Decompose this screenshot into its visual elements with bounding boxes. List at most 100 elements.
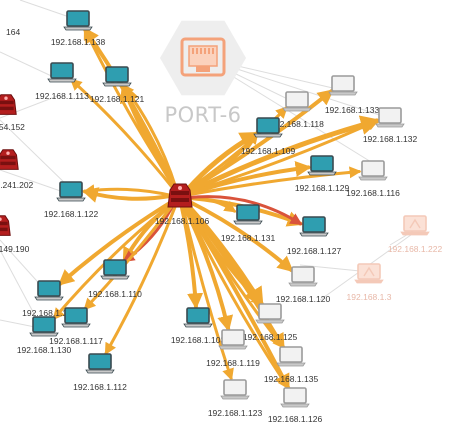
laptop-icon	[328, 75, 358, 96]
host-label: 35.54.152	[0, 122, 25, 132]
connection-edge[interactable]	[186, 195, 303, 226]
host-label: 192.168.1.118	[270, 119, 324, 129]
host-node[interactable]: 192.168.1.133	[325, 75, 380, 115]
host-label: 192.168.1.109	[241, 146, 296, 156]
host-node[interactable]: 192.168.1.109	[241, 117, 296, 156]
host-node[interactable]: 192.168.1.127	[287, 216, 342, 256]
host-node[interactable]: 192.168.1.132	[363, 107, 418, 144]
laptop-icon	[34, 280, 64, 301]
host-label: 192.168.1.135	[264, 374, 319, 384]
laptop-icon	[276, 346, 306, 367]
laptop-icon	[375, 107, 405, 128]
connection-edge[interactable]	[184, 89, 334, 194]
host-label: 192.168.1.117	[49, 336, 103, 346]
host-node[interactable]: 192.168.1.125	[243, 303, 298, 342]
connection-edge[interactable]	[122, 83, 178, 191]
laptop-icon	[253, 117, 283, 138]
host-node[interactable]: 192.168.1.123	[208, 379, 263, 418]
host-label: 192.168.1.114	[22, 308, 76, 318]
host-node[interactable]: 192.168.1.114	[22, 280, 76, 318]
connection-edge[interactable]	[83, 200, 177, 311]
connection-edge[interactable]	[185, 160, 312, 197]
host-node[interactable]: 192.168.1.113	[35, 62, 89, 101]
port-6-node[interactable]: PORT-6	[160, 20, 246, 127]
host-node[interactable]: 192.168.1.222	[388, 215, 443, 254]
attacker-node-icon	[0, 94, 17, 115]
attacker-node-icon	[167, 183, 193, 208]
host-label: 192.168.1.133	[325, 105, 380, 115]
offscreen-node[interactable]: 149.190	[0, 215, 30, 254]
host-node[interactable]: 192.168.1.117	[49, 307, 103, 346]
hub-label: 192.168.1.106	[155, 216, 210, 226]
connection-edge[interactable]	[184, 115, 381, 196]
host-node[interactable]: 192.168.1.110	[88, 259, 142, 299]
host-label: 164	[6, 27, 20, 37]
connection-edge[interactable]	[57, 198, 176, 286]
laptop-icon	[102, 66, 132, 87]
laptop-icon	[255, 303, 285, 324]
host-node[interactable]: 192.168.1.121	[90, 66, 145, 104]
connection-edge[interactable]	[184, 198, 294, 273]
host-node[interactable]: 192.168.1.135	[264, 346, 319, 384]
connection-edge[interactable]	[104, 201, 179, 356]
laptop-icon	[85, 353, 115, 374]
host-label: 192.168.1.110	[88, 289, 142, 299]
connection-edge[interactable]	[119, 82, 179, 192]
host-label: 192.168.1.130	[17, 345, 72, 355]
host-node[interactable]: 192.168.1.103	[171, 307, 226, 345]
hub-node[interactable]: 192.168.1.106	[155, 183, 210, 226]
host-label: 54.241.202	[0, 180, 34, 190]
host-label: 192.168.1.131	[221, 233, 276, 243]
host-node[interactable]: 192.168.1.3	[347, 263, 392, 302]
host-node[interactable]: 192.168.1.116	[346, 160, 400, 198]
host-label: 192.168.1.103	[171, 335, 226, 345]
laptop-icon	[307, 155, 337, 176]
host-node[interactable]: 192.168.1.130	[17, 316, 72, 355]
host-label: 192.168.1.127	[287, 246, 342, 256]
host-node[interactable]: 192.168.1.112	[73, 353, 127, 392]
connection-edge[interactable]	[52, 200, 176, 321]
laptop-icon	[56, 181, 86, 202]
laptop-icon	[220, 379, 250, 400]
laptop-icon	[358, 160, 388, 181]
ethernet-port-icon	[180, 37, 226, 77]
host-node[interactable]: 192.168.1.118	[270, 91, 324, 129]
host-node[interactable]: 192.168.1.129	[295, 155, 350, 193]
connection-edge[interactable]	[182, 201, 290, 390]
offscreen-node[interactable]: 54.241.202	[0, 149, 34, 190]
faint-edge	[0, 249, 41, 326]
connection-edge[interactable]	[182, 200, 286, 350]
host-node[interactable]: 192.168.1.126	[268, 387, 323, 424]
faint-edge	[0, 51, 61, 81]
laptop-icon	[100, 259, 130, 280]
edge-layer	[52, 26, 381, 391]
host-node[interactable]: 192.168.1.131	[221, 204, 276, 243]
host-label: 192.168.1.120	[276, 294, 331, 304]
connection-edge[interactable]	[180, 202, 234, 381]
host-node[interactable]: 192.168.1.138	[51, 10, 106, 47]
host-node[interactable]: 192.168.1.119	[206, 329, 260, 368]
connection-edge[interactable]	[181, 200, 291, 391]
host-label: 192.168.1.122	[44, 209, 99, 219]
laptop-icon	[354, 263, 384, 284]
connection-edge[interactable]	[186, 166, 362, 197]
host-label: 149.190	[0, 244, 30, 254]
host-label: 192.168.1.123	[208, 408, 263, 418]
attacker-node-icon	[0, 215, 11, 236]
offscreen-node[interactable]: 164	[6, 27, 20, 37]
host-node[interactable]: 192.168.1.120	[276, 266, 331, 304]
laptop-icon	[299, 216, 329, 237]
host-label: 192.168.1.121	[90, 94, 145, 104]
connection-edge[interactable]	[69, 78, 176, 192]
laptop-icon	[400, 215, 430, 236]
host-node[interactable]: 192.168.1.122	[44, 181, 99, 219]
offscreen-node[interactable]: 35.54.152	[0, 94, 25, 132]
connection-edge[interactable]	[82, 184, 174, 198]
host-label: 192.168.1.113	[35, 91, 89, 101]
host-label: 192.168.1.138	[51, 37, 106, 47]
laptop-icon	[280, 387, 310, 408]
laptop-icon	[61, 307, 91, 328]
laptop-icon	[29, 316, 59, 337]
